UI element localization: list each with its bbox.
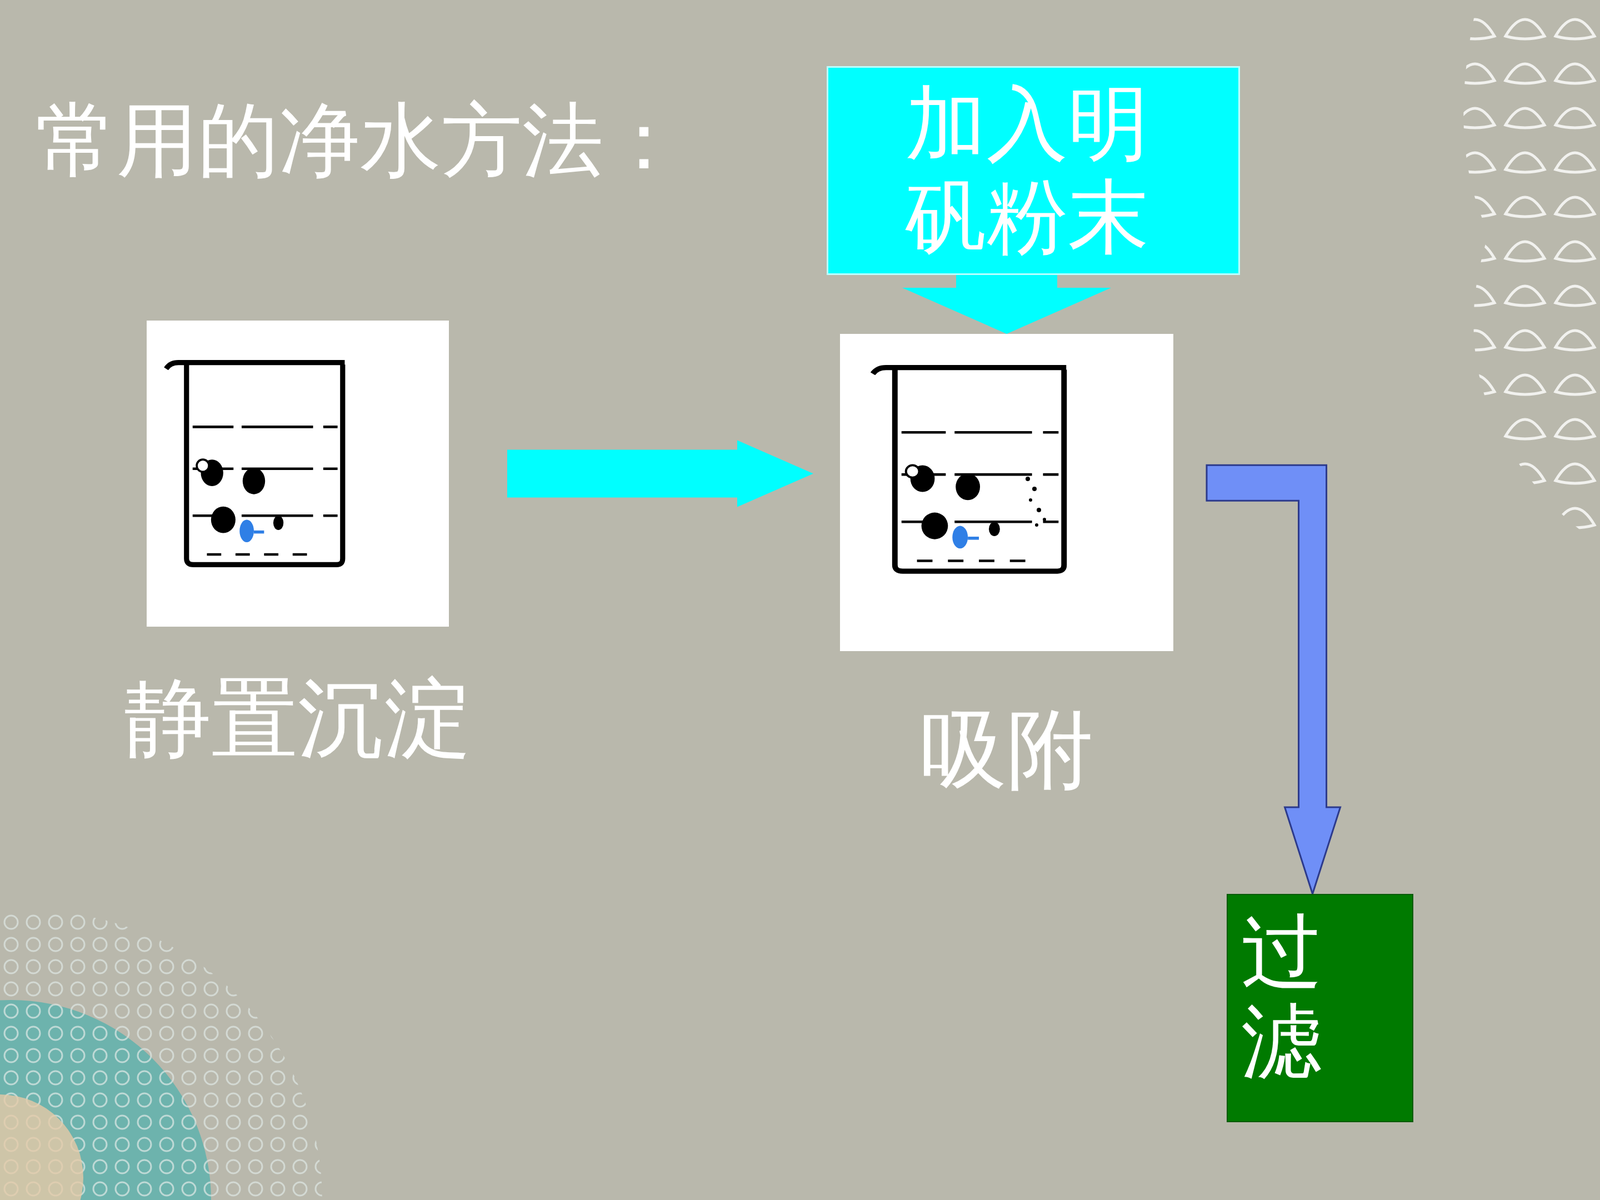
step-panel: 静置沉淀 bbox=[146, 320, 449, 627]
beaker-panel bbox=[840, 333, 1174, 652]
flow-arrow bbox=[1206, 465, 1341, 894]
step-box: 过滤 bbox=[1226, 893, 1414, 1123]
flow-arrow bbox=[902, 275, 1112, 334]
step-label: 吸附 bbox=[920, 702, 1094, 798]
flow-arrow bbox=[507, 440, 814, 508]
instruction-box: 加入明矾粉末 bbox=[826, 66, 1240, 275]
box-label: 过滤 bbox=[1241, 907, 1323, 1086]
step-panel: 吸附 bbox=[840, 333, 1174, 652]
box-label: 加入明矾粉末 bbox=[905, 77, 1162, 264]
beaker-panel bbox=[146, 320, 449, 627]
step-label: 静置沉淀 bbox=[124, 671, 472, 767]
slide-title: 常用的净水方法： bbox=[35, 95, 1600, 185]
